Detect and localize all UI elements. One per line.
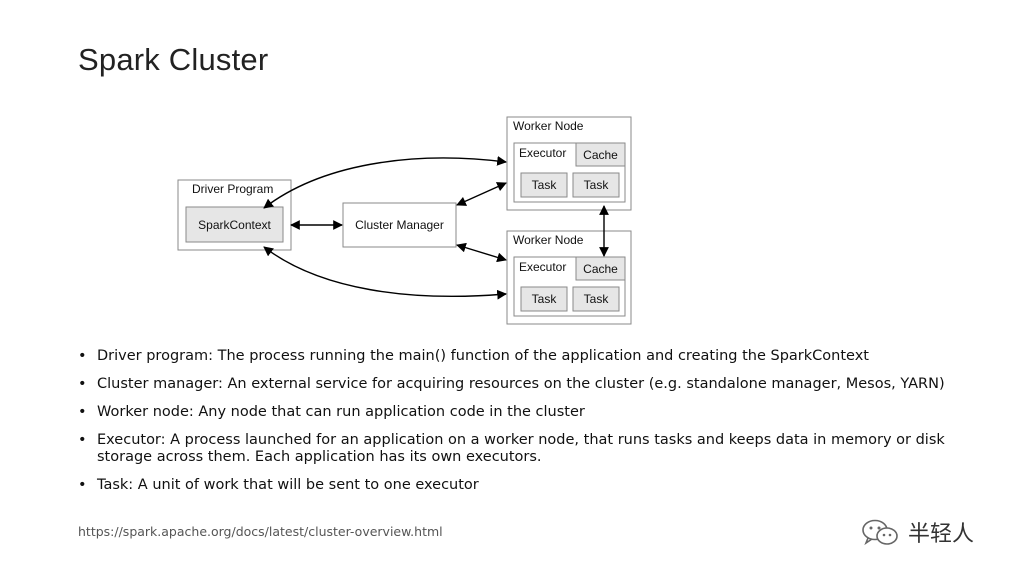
worker-node-2-label: Worker Node [513,233,584,247]
cache-2-label: Cache [583,262,618,276]
edge-driver-worker-1 [263,156,507,209]
watermark-text: 半轻人 [908,522,975,547]
worker-node-2: Worker Node Executor Cache Task Task [506,230,632,325]
spark-context-box [185,206,284,243]
edge-cluster-manager-worker-1 [456,182,507,206]
executor-1-label: Executor [519,146,566,160]
worker-node-1-label: Worker Node [513,119,584,133]
bullet-cluster-manager: Cluster manager: An external service for… [78,376,978,393]
cache-2-box [575,256,626,281]
task-1a-box [520,172,568,198]
task-2b-box [572,286,620,312]
spark-context-label: SparkContext [198,218,271,232]
driver-program-label: Driver Program [192,182,273,196]
cluster-manager-node: Cluster Manager [342,202,457,248]
task-1b-box [572,172,620,198]
cache-1-label: Cache [583,148,618,162]
cluster-manager-label: Cluster Manager [355,218,444,232]
executor-2-label: Executor [519,260,566,274]
edge-driver-worker-2 [263,246,507,300]
spark-cluster-diagram: Driver Program SparkContext Cluster Mana… [177,116,632,325]
task-2b-label: Task [584,292,610,306]
edge-cluster-manager-worker-2 [456,242,507,263]
bullet-executor: Executor: A process launched for an appl… [78,432,978,466]
bullet-task: Task: A unit of work that will be sent t… [78,477,978,494]
bullet-driver-program: Driver program: The process running the … [78,348,978,365]
watermark: 半轻人 [860,516,974,548]
task-2a-label: Task [532,292,558,306]
task-2a-box [520,286,568,312]
driver-program-node: Driver Program SparkContext [177,179,292,251]
definition-list: Driver program: The process running the … [78,348,978,505]
cache-1-box [575,142,626,167]
worker-node-1: Worker Node Executor Cache Task Task [506,116,632,211]
task-1a-label: Task [532,178,558,192]
slide-title: Spark Cluster [78,42,269,77]
source-url: https://spark.apache.org/docs/latest/clu… [78,524,443,539]
task-1b-label: Task [584,178,610,192]
wechat-icon [862,519,898,546]
bullet-worker-node: Worker node: Any node that can run appli… [78,404,978,421]
